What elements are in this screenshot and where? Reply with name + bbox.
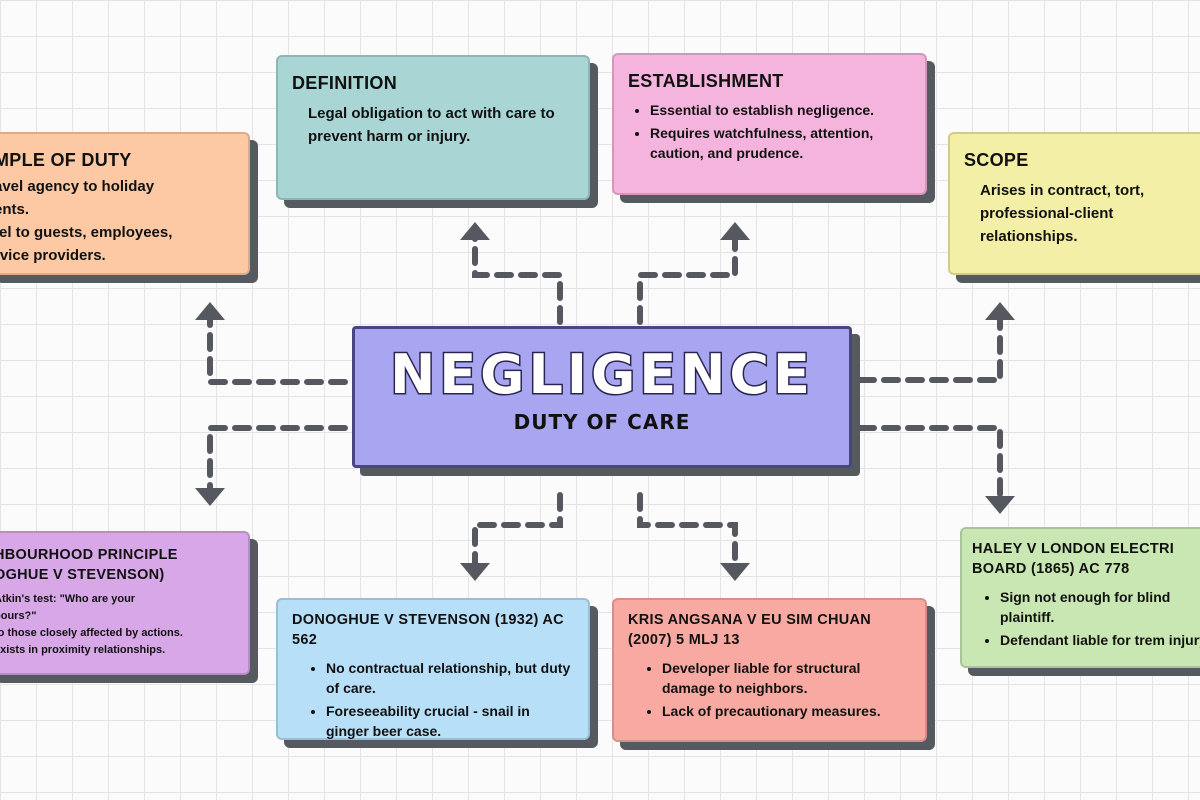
card-title: MPLE OF DUTY	[0, 150, 132, 170]
donoghue-card[interactable]: DONOGHUE V STEVENSON (1932) AC 562 No co…	[276, 598, 590, 740]
card-text: Arises in contract, tort, professional-c…	[980, 182, 1145, 245]
card-line: bours?"	[0, 610, 37, 622]
card-title: KRIS ANGSANA V EU SIM CHUAN (2007) 5 MLJ…	[628, 612, 872, 648]
card-bullet: Defendant liable for trem injury.	[1000, 630, 1200, 650]
central-subtitle: DUTY OF CARE	[513, 410, 691, 434]
central-topic[interactable]: NEGLIGENCE DUTY OF CARE	[352, 326, 852, 468]
card-line: to those closely affected by actions.	[0, 627, 183, 639]
definition-card[interactable]: DEFINITION Legal obligation to act with …	[276, 55, 590, 200]
central-title: NEGLIGENCE	[389, 342, 814, 408]
establishment-card[interactable]: ESTABLISHMENT Essential to establish neg…	[612, 53, 927, 195]
card-line: exists in proximity relationships.	[0, 644, 166, 656]
card-bullet: Developer liable for structural damage t…	[662, 658, 911, 698]
card-bullet: Foreseeability crucial - snail in ginger…	[326, 701, 574, 741]
card-title: SCOPE	[964, 150, 1029, 170]
card-bullet: Sign not enough for blind plaintiff.	[1000, 587, 1200, 627]
card-bullet: Essential to establish negligence.	[650, 100, 911, 120]
card-line: Atkin's test: "Who are your	[0, 593, 136, 605]
card-bullet: Lack of precautionary measures.	[662, 701, 911, 721]
kris-angsana-card[interactable]: KRIS ANGSANA V EU SIM CHUAN (2007) 5 MLJ…	[612, 598, 927, 742]
card-title: ESTABLISHMENT	[628, 71, 784, 91]
card-line: tel to guests, employees,	[0, 224, 173, 241]
card-line: avel agency to holiday	[0, 178, 155, 195]
card-bullet: No contractual relationship, but duty of…	[326, 658, 574, 698]
card-line: rvice providers.	[0, 247, 106, 264]
example-of-duty-card[interactable]: MPLE OF DUTY avel agency to holiday ents…	[0, 132, 250, 275]
card-title: DONOGHUE V STEVENSON (1932) AC 562	[292, 612, 564, 648]
card-line: ents.	[0, 201, 30, 218]
card-title: DEFINITION	[292, 73, 397, 93]
card-bullet: Requires watchfulness, attention, cautio…	[650, 123, 911, 163]
scope-card[interactable]: SCOPE Arises in contract, tort, professi…	[948, 132, 1200, 275]
card-text: Legal obligation to act with care to pre…	[308, 105, 555, 145]
